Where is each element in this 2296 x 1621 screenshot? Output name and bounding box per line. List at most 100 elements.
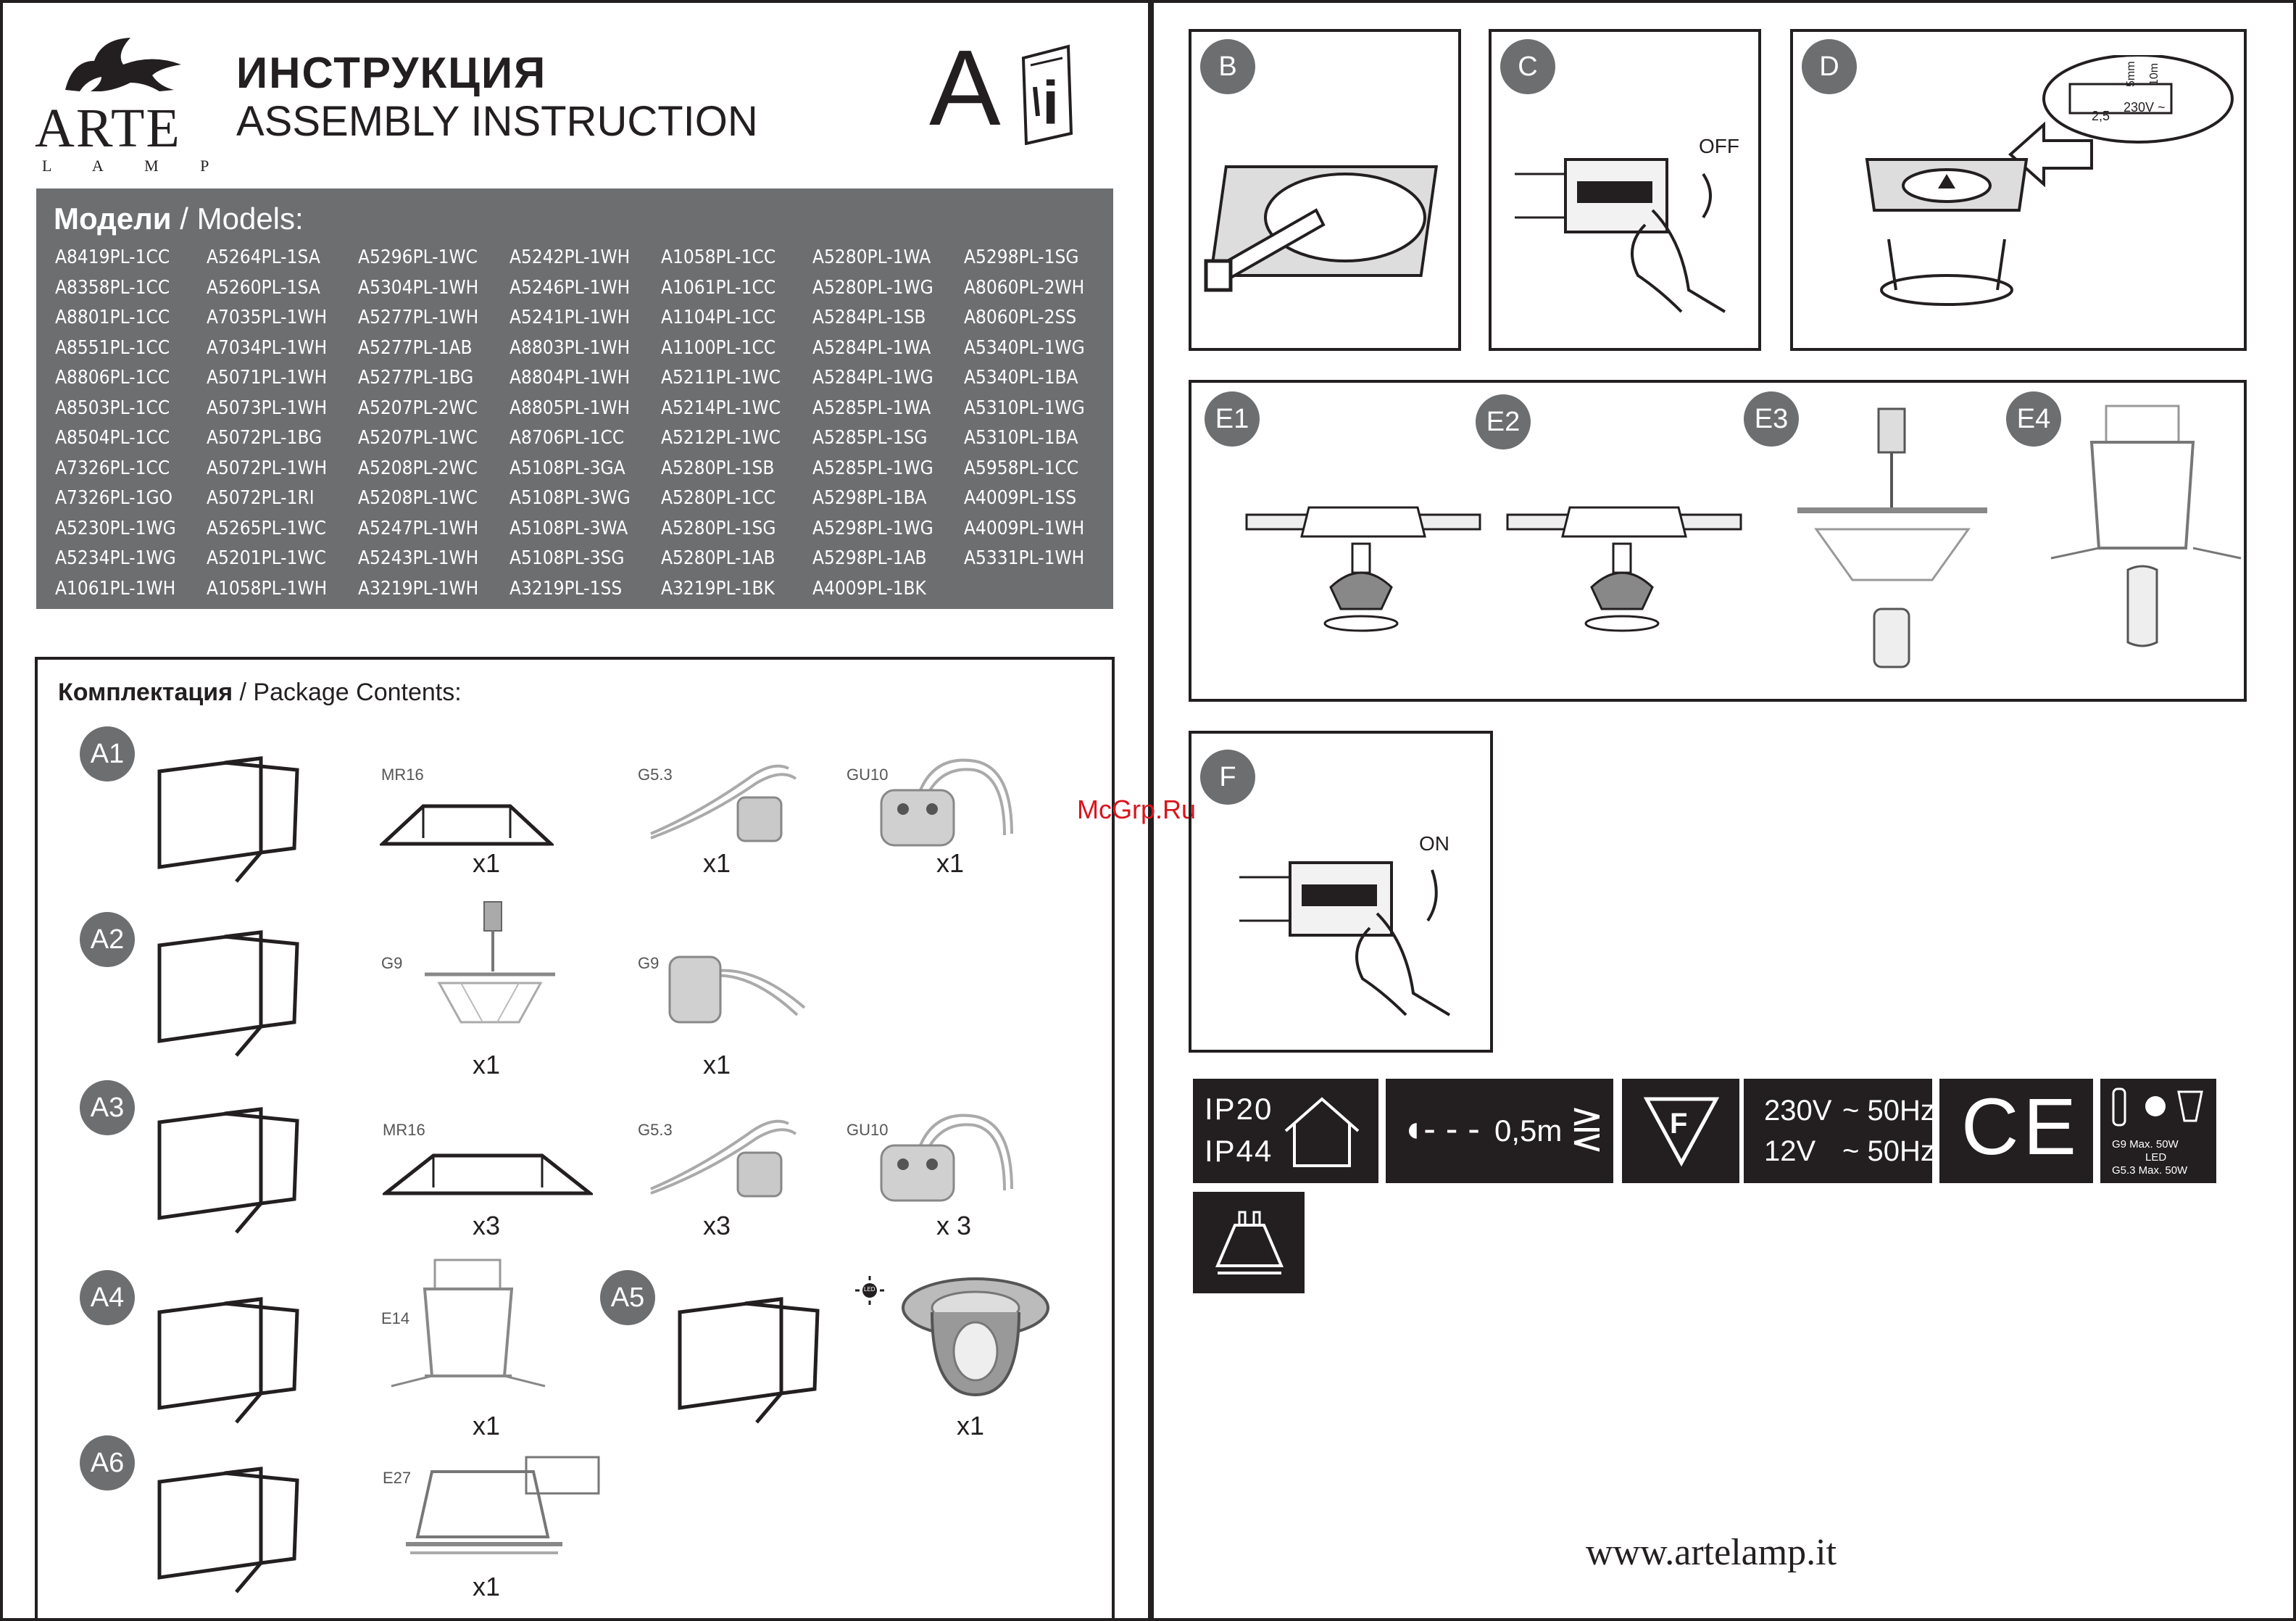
model-code: A3219PL-1BK (661, 577, 775, 600)
griffin-icon (65, 38, 181, 91)
d-230-label: 230V ~ (2124, 100, 2166, 115)
model-code: A3219PL-1SS (509, 577, 623, 600)
models-title: Модели / Models: (54, 202, 304, 236)
a1-qty-1: x1 (473, 848, 501, 878)
model-code: A8805PL-1WH (509, 397, 631, 419)
model-code: A8060PL-2SS (964, 307, 1077, 328)
lamp-g53-label: G5.3 Max. 50W (2112, 1164, 2188, 1177)
package-title: Комплектация / Package Contents: (58, 679, 462, 707)
model-code: A5265PL-1WC (207, 517, 326, 539)
mr16-lamp-icon (1215, 1211, 1284, 1274)
distance-label: 0,5m (1494, 1114, 1563, 1148)
house-icon (1284, 1097, 1360, 1167)
e14-downlight-icon (391, 1259, 546, 1388)
led-sun-icon: LED (855, 1276, 884, 1305)
model-code: A5284PL-1WG (812, 367, 933, 389)
f-on-label: ON (1419, 832, 1449, 855)
model-code: A7035PL-1WH (207, 307, 328, 328)
brand-logo: ARTE L A M P (35, 32, 209, 177)
models-label-ru: Модели (54, 202, 172, 236)
ce-mark: CE (1961, 1082, 2081, 1172)
badge-a1: A1 (80, 726, 135, 782)
model-code: A5298PL-1BA (812, 487, 927, 509)
trim-ring-icon (383, 1153, 593, 1195)
arrow-left-icon (2008, 122, 2093, 187)
model-code: A1061PL-1CC (661, 276, 776, 299)
model-code: A4009PL-1SS (964, 487, 1077, 509)
model-code: A5230PL-1WG (55, 517, 176, 539)
badge-d: D (1802, 39, 1857, 94)
badge-e3: E3 (1744, 391, 1799, 447)
model-code: A5241PL-1WH (509, 307, 631, 328)
ip44-label: IP44 (1205, 1134, 1273, 1168)
freq-1: ~ 50Hz (1842, 1095, 1935, 1127)
model-code: A4009PL-1WH (964, 517, 1085, 539)
model-code: A1100PL-1CC (661, 336, 776, 359)
badge-e4: E4 (2006, 391, 2061, 447)
watermark: McGrp.Ru (1077, 795, 1197, 824)
model-code: A5280PL-1SB (661, 457, 775, 479)
e27-downlight-icon (406, 1456, 600, 1554)
e1-mr16-install-icon (1245, 506, 1481, 632)
models-label-en: Models: (196, 202, 304, 236)
model-code: A5304PL-1WH (358, 276, 479, 299)
badge-c: C (1500, 39, 1555, 94)
model-code: A8801PL-1CC (55, 307, 170, 328)
model-code: A8706PL-1CC (509, 427, 625, 449)
lamp-icons (2112, 1087, 2203, 1127)
model-code: A8804PL-1WH (509, 367, 631, 389)
d-10m-label: 10m (2148, 62, 2160, 86)
mr16-lamp-box (1193, 1192, 1305, 1293)
model-code: A5298PL-1WG (812, 517, 933, 539)
model-code: A5246PL-1WH (509, 276, 631, 299)
model-code: A5214PL-1WC (661, 397, 781, 419)
a1-type-1: MR16 (381, 766, 424, 784)
model-code: A5108PL-3SG (509, 547, 625, 569)
title-en: ASSEMBLY INSTRUCTION (236, 98, 758, 145)
terminal-hand-icon (1239, 861, 1451, 1016)
e3-crystal-install-icon (1797, 407, 1987, 668)
model-code: A8060PL-2WH (964, 276, 1085, 299)
model-code: A5277PL-1BG (358, 367, 474, 389)
a6-type-1: E27 (383, 1469, 412, 1487)
step-f-frame (1189, 731, 1493, 1053)
badge-b: B (1200, 39, 1255, 94)
a5-qty-1: x1 (957, 1411, 985, 1440)
d-5mm-label: 5mm (2125, 61, 2137, 87)
box-icon (157, 1467, 299, 1593)
model-code: A5296PL-1WC (358, 246, 478, 268)
fixture-insert-icon (1865, 158, 2029, 306)
brand-sub: L A M P (42, 157, 228, 175)
e2-mr16-install-icon (1506, 506, 1742, 632)
model-code: A5280PL-1CC (661, 487, 776, 509)
model-code: A1061PL-1WH (55, 577, 176, 600)
big-letter-a: A (929, 28, 1001, 148)
badge-a5: A5 (600, 1270, 655, 1325)
model-code: A5280PL-1SG (661, 517, 776, 539)
c-off-label: OFF (1699, 135, 1739, 157)
a1-type-3: GU10 (847, 766, 889, 784)
model-code: A1104PL-1CC (661, 307, 776, 328)
step-d-frame (1790, 29, 2247, 351)
a2-qty-2: x1 (703, 1050, 731, 1079)
website-url[interactable]: www.artelamp.it (1586, 1532, 1837, 1573)
model-code: A5260PL-1SA (207, 276, 320, 299)
a2-type-2: G9 (638, 954, 660, 972)
model-code: A5284PL-1WA (812, 336, 931, 359)
model-code: A5108PL-3WG (509, 487, 631, 509)
right-page-frame (1151, 0, 2296, 1621)
model-code: A5208PL-1WC (358, 487, 478, 509)
model-code: A5243PL-1WH (358, 547, 479, 569)
model-code: A5234PL-1WG (55, 547, 176, 569)
badge-f: F (1200, 750, 1255, 805)
model-code: A8358PL-1CC (55, 276, 170, 299)
model-code: A5958PL-1CC (964, 457, 1079, 479)
model-code: A7326PL-1CC (55, 457, 170, 479)
a4-qty-1: x1 (473, 1411, 501, 1440)
model-code: A5201PL-1WC (207, 547, 326, 569)
box-icon (157, 1297, 299, 1424)
model-code: A5071PL-1WH (207, 367, 328, 389)
lamp-led-label: LED (2145, 1151, 2167, 1164)
distance-box: ◖- - - 0,5m ⋛ (1386, 1079, 1613, 1183)
